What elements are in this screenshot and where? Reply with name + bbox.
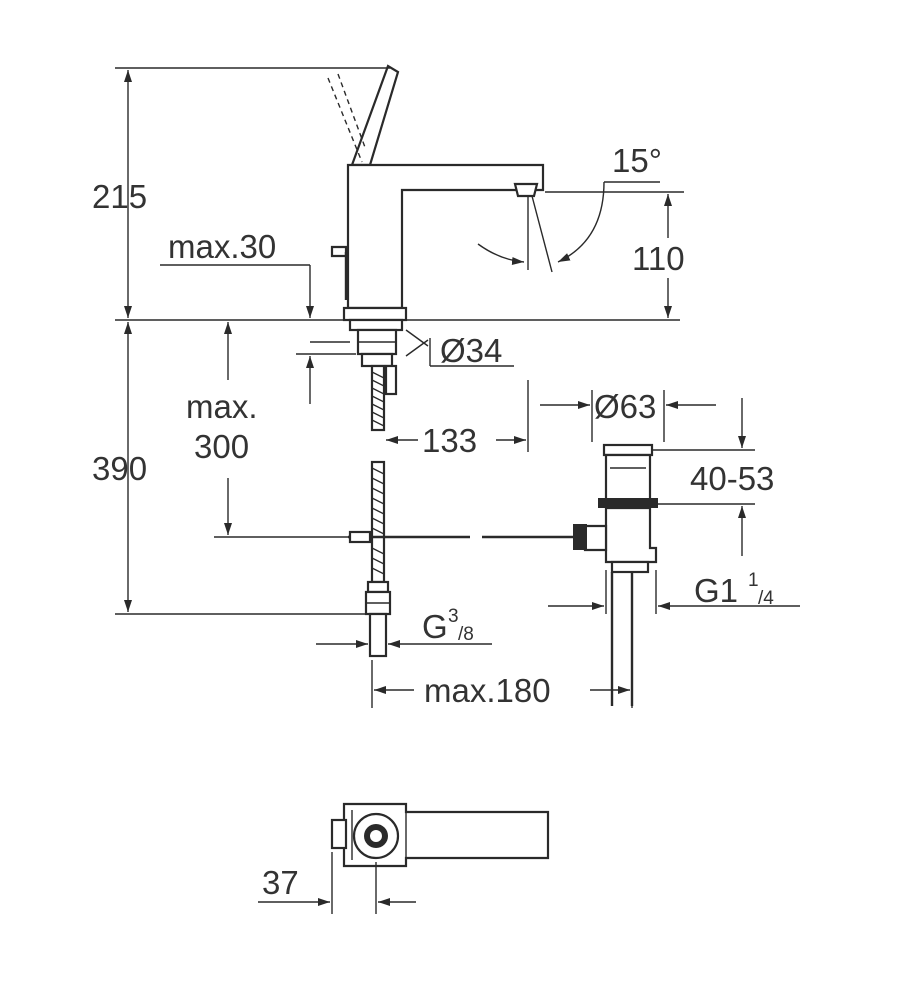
label-diameter-34: Ø34 (440, 332, 502, 369)
label-max-180: max.180 (424, 672, 551, 709)
label-g-sub: /8 (458, 624, 474, 645)
label-390: 390 (92, 450, 147, 487)
label-133: 133 (422, 422, 477, 459)
label-g1-sub: /4 (758, 588, 774, 609)
faucet-side-view (327, 64, 580, 658)
label-215: 215 (92, 178, 147, 215)
pop-up-waste (573, 443, 658, 706)
label-max-300-line2: 300 (194, 428, 249, 465)
label-angle-15: 15° (612, 142, 662, 179)
label-diameter-63: Ø63 (594, 388, 656, 425)
label-g: G (422, 608, 448, 645)
label-40-53: 40-53 (690, 460, 774, 497)
label-37: 37 (262, 864, 299, 901)
label-max-30: max.30 (168, 228, 276, 265)
label-g1-sup: 1 (748, 570, 759, 591)
label-g-sup: 3 (448, 606, 459, 627)
faucet-top-view (258, 802, 550, 914)
label-g1: G1 (694, 572, 738, 609)
label-max-300-line1: max. (186, 388, 258, 425)
dimension-lines (115, 67, 800, 708)
dimension-labels: 215 max.30 15° 110 Ø34 max. 300 390 133 … (92, 142, 774, 901)
label-110: 110 (632, 240, 685, 277)
